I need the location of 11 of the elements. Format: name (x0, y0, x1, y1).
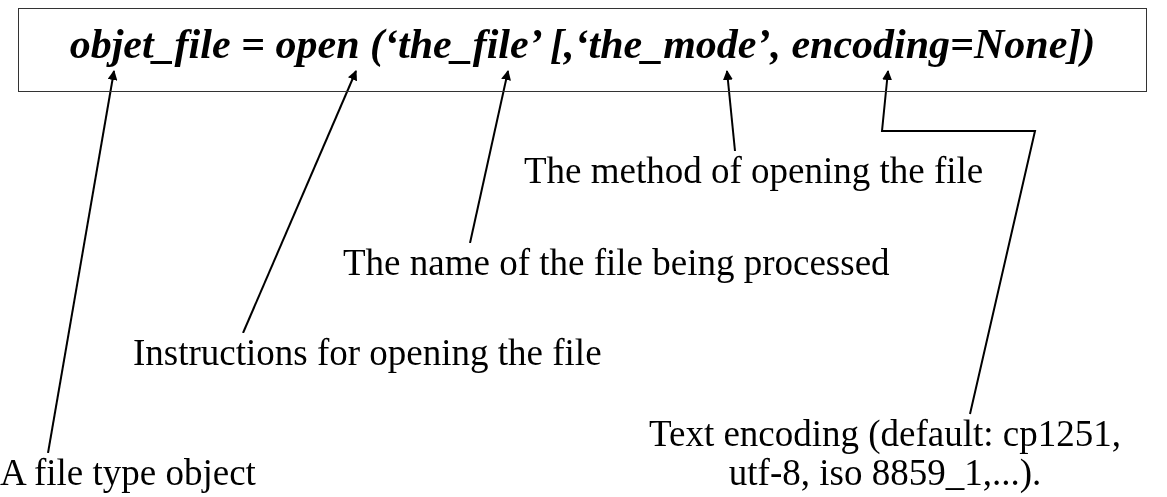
annotation-label: The name of the file being processed (343, 243, 890, 282)
arrow (47, 70, 118, 454)
arrow (469, 70, 511, 244)
arrow (242, 70, 358, 334)
annotation-label: A file type object (0, 453, 256, 492)
code-text: objet_file = open (‘the_file’ [,‘the_mode’, encoding=None]) (69, 20, 1096, 68)
annotation-label: Text encoding (default: cp1251, utf-8, iso 8859_1,...). (640, 414, 1130, 492)
arrow (722, 70, 736, 152)
code-box (18, 8, 1147, 92)
leader-line-arrow (880, 70, 1037, 415)
annotation-label: Instructions for opening the file (133, 333, 602, 372)
